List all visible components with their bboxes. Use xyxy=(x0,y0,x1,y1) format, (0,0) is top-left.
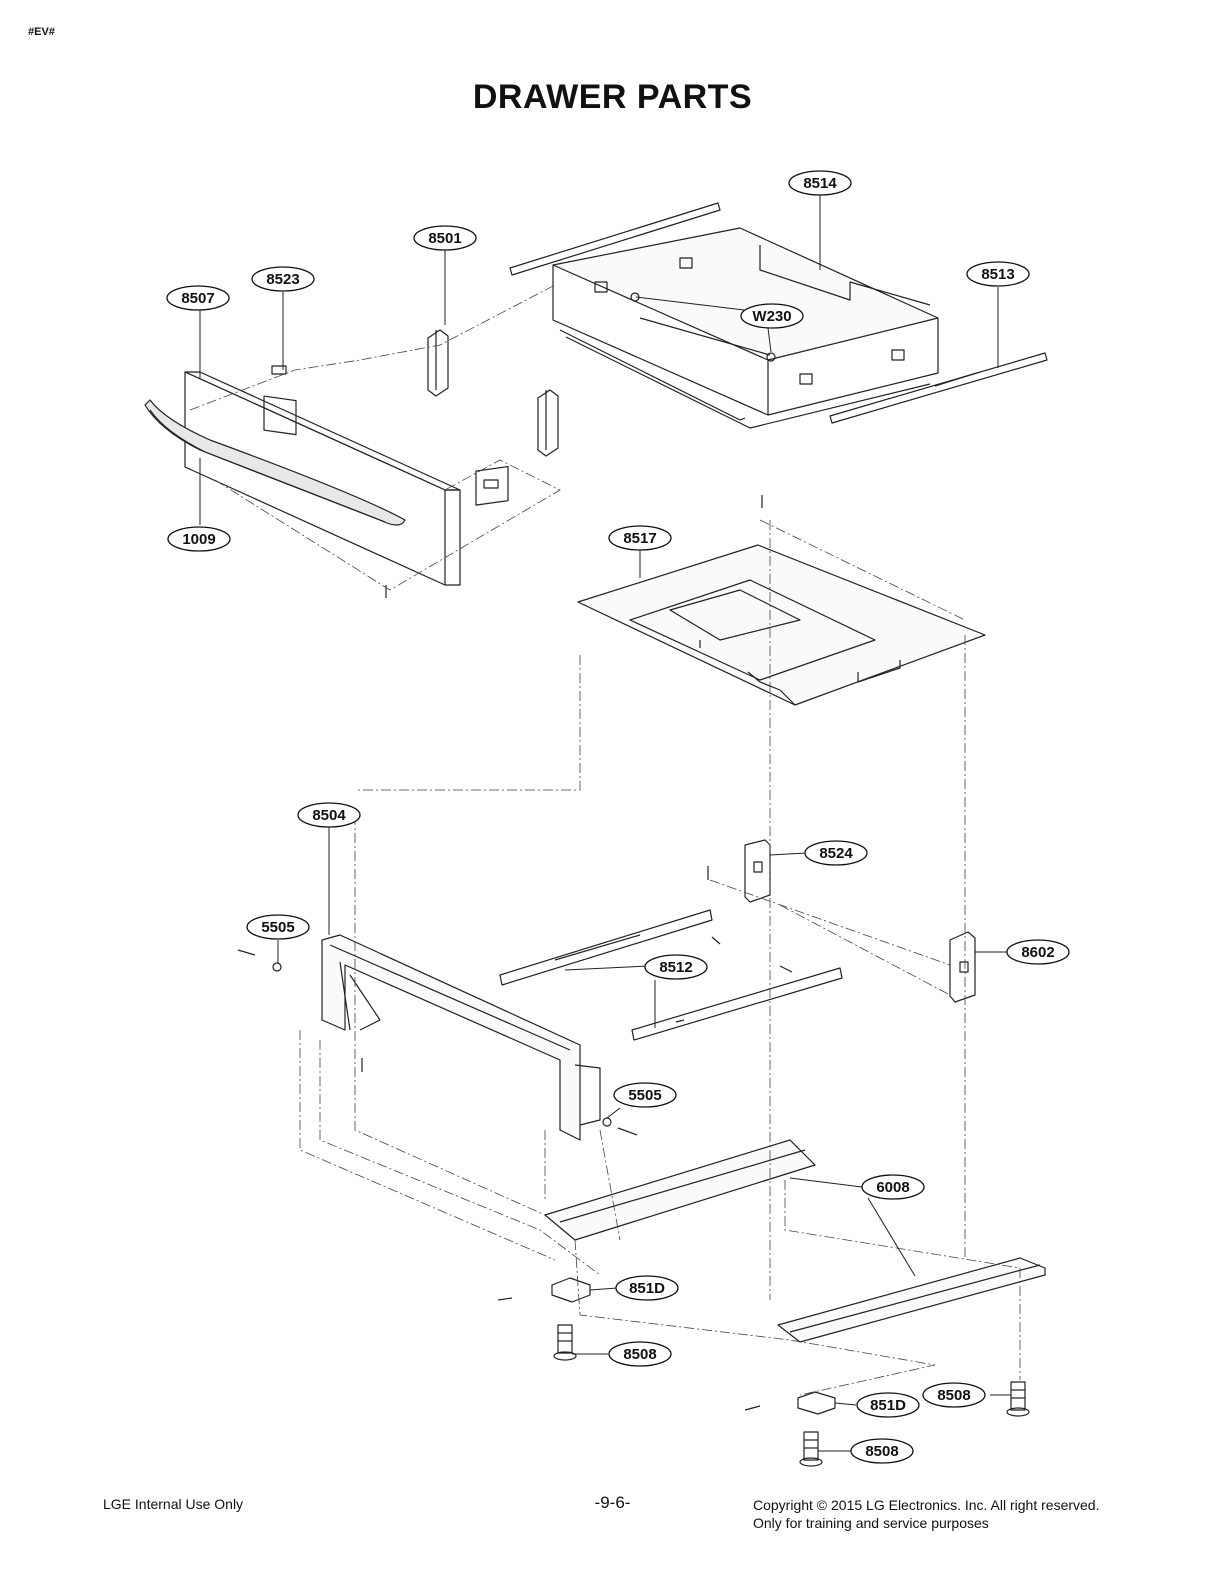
callout-label: 8602 xyxy=(1021,944,1054,961)
page-title: DRAWER PARTS xyxy=(472,78,753,116)
callout-8508: 8508 xyxy=(608,1341,672,1367)
drawer-cover-part xyxy=(577,544,986,706)
callout-label: 8517 xyxy=(623,530,656,547)
slide-rail-part-rear xyxy=(631,967,843,1041)
callout-label: 8508 xyxy=(865,1443,898,1460)
assembly-lines xyxy=(189,284,1021,1396)
callout-bubble xyxy=(804,840,868,866)
leveling-leg-part-c xyxy=(799,1431,823,1467)
callout-5505: 5505 xyxy=(246,914,310,940)
callout-8513: 8513 xyxy=(966,261,1030,287)
leveling-leg-part-a xyxy=(553,1324,577,1361)
callout-8504: 8504 xyxy=(297,802,361,828)
callout-label: 8513 xyxy=(981,266,1014,283)
footer-notice: LGE Internal Use Only xyxy=(103,1496,244,1512)
callout-8524: 8524 xyxy=(804,840,868,866)
leveling-bracket-part-a xyxy=(551,1277,591,1303)
callout-8508: 8508 xyxy=(922,1382,986,1408)
callout-bubble xyxy=(297,802,361,828)
callout-851d: 851D xyxy=(856,1392,920,1418)
callout-851d: 851D xyxy=(615,1275,679,1301)
page-number: -9-6- xyxy=(594,1493,631,1512)
callout-label: 5505 xyxy=(261,919,294,936)
callout-label: 6008 xyxy=(876,1179,909,1196)
callout-bubble xyxy=(608,525,672,551)
callout-8517: 8517 xyxy=(608,525,672,551)
base-rail-part-front xyxy=(544,1139,816,1241)
leveling-bracket-part-b xyxy=(797,1391,836,1415)
callout-bubble xyxy=(246,914,310,940)
callout-bubble xyxy=(613,1082,677,1108)
drawer-rail-8513 xyxy=(829,352,1048,424)
drawer-handle-part xyxy=(144,399,406,526)
callout-label: 8524 xyxy=(819,845,853,862)
drawer-rail-upper xyxy=(509,202,721,276)
callout-label: W230 xyxy=(752,308,791,325)
drawer-frame-part xyxy=(321,934,601,1141)
callout-8523: 8523 xyxy=(251,266,315,292)
callout-bubble xyxy=(850,1438,914,1464)
purpose-line: Only for training and service purposes xyxy=(753,1515,989,1531)
screw-parts xyxy=(237,495,793,1411)
callout-8508: 8508 xyxy=(850,1438,914,1464)
callout-label: 8514 xyxy=(803,175,837,192)
callout-bubble xyxy=(413,225,477,251)
document-code: #EV# xyxy=(28,26,55,38)
hinge-plate-part-upper xyxy=(263,365,297,436)
drawer-front-panel-part xyxy=(184,371,461,586)
hinge-plate-part-lower xyxy=(475,465,509,506)
callout-8501: 8501 xyxy=(413,225,477,251)
callout-bubble xyxy=(167,526,231,552)
callout-label: 8507 xyxy=(181,290,214,307)
side-bracket-part-8602 xyxy=(949,931,976,1003)
callout-bubble xyxy=(966,261,1030,287)
callout-bubble xyxy=(166,285,230,311)
callout-bubble xyxy=(922,1382,986,1408)
callout-5505: 5505 xyxy=(613,1082,677,1108)
callout-bubble xyxy=(615,1275,679,1301)
callout-label: 8512 xyxy=(659,959,692,976)
callout-8602: 8602 xyxy=(1006,939,1070,965)
callout-bubble xyxy=(608,1341,672,1367)
bracket-part-right xyxy=(537,389,559,457)
callout-label: 1009 xyxy=(182,531,215,548)
callout-bubble xyxy=(740,303,804,329)
callout-8512: 8512 xyxy=(644,954,708,980)
callout-label: 5505 xyxy=(628,1087,661,1104)
callout-bubble xyxy=(856,1392,920,1418)
callout-6008: 6008 xyxy=(861,1174,925,1200)
callout-label: 8504 xyxy=(312,807,346,824)
callout-8507: 8507 xyxy=(166,285,230,311)
callout-label: 8508 xyxy=(623,1346,656,1363)
callout-8514: 8514 xyxy=(788,170,852,196)
bracket-part-left xyxy=(427,329,449,397)
callout-label: 851D xyxy=(629,1280,665,1297)
callout-1009: 1009 xyxy=(167,526,231,552)
callout-label: 8501 xyxy=(428,230,461,247)
callout-w230: W230 xyxy=(740,303,804,329)
copyright-line: Copyright © 2015 LG Electronics. Inc. Al… xyxy=(753,1497,1100,1513)
callout-bubble xyxy=(861,1174,925,1200)
leveling-leg-part-b xyxy=(1006,1381,1030,1417)
callout-label: 851D xyxy=(870,1397,906,1414)
base-rail-part-rear xyxy=(777,1257,1046,1343)
rear-bracket-part-8524 xyxy=(744,839,771,903)
callout-bubble xyxy=(644,954,708,980)
callout-bubble xyxy=(1006,939,1070,965)
drawer-box-part xyxy=(552,227,939,429)
slide-rail-part-front xyxy=(499,909,713,986)
callout-label: 8523 xyxy=(266,271,299,288)
callout-label: 8508 xyxy=(937,1387,970,1404)
callout-bubble xyxy=(251,266,315,292)
callout-bubble xyxy=(788,170,852,196)
copyright-block: Copyright © 2015 LG Electronics. Inc. Al… xyxy=(753,1496,1099,1532)
leader-lines xyxy=(199,195,1011,1452)
